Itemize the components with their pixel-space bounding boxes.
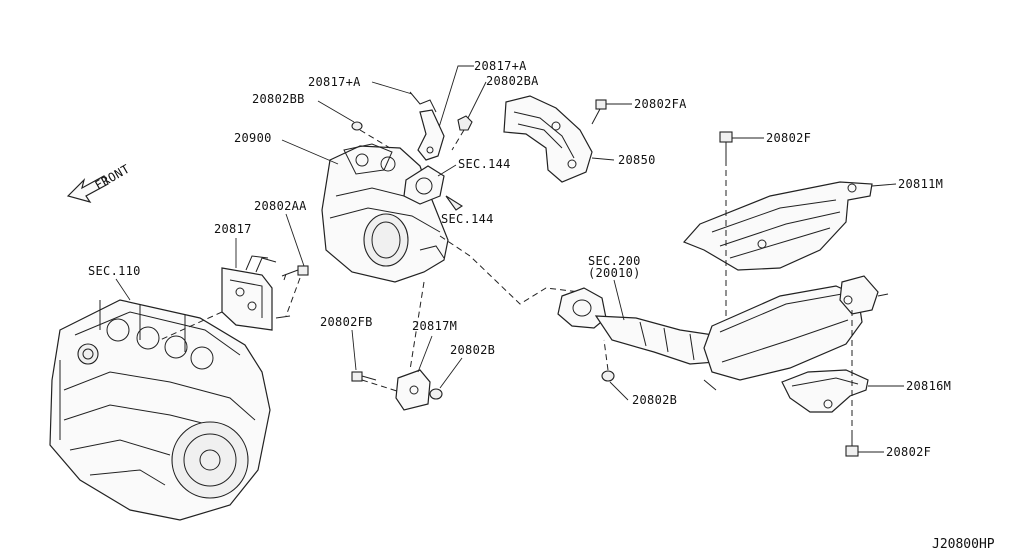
bolt-20802aa (281, 265, 309, 281)
label-sec-144-2: SEC.144 (441, 212, 494, 226)
label-20802b-2: 20802B (632, 393, 677, 407)
label-sec-144-1: SEC.144 (458, 157, 511, 171)
heat-shield-20816m (781, 369, 869, 413)
label-20802f-bottom: 20802F (886, 445, 931, 459)
catalytic-converter-rear (703, 275, 889, 391)
label-20802f-top: 20802F (766, 131, 811, 145)
bracket-20817 (221, 255, 277, 331)
bracket-20817m (395, 369, 431, 411)
label-20850: 20850 (618, 153, 656, 167)
label-20802bb: 20802BB (252, 92, 305, 106)
catalytic-converter-20900 (321, 143, 449, 283)
engine-block (49, 299, 271, 521)
label-20817a-1: 20817+A (308, 75, 361, 89)
label-20817a-2: 20817+A (474, 59, 527, 73)
nut-20802b-1 (429, 388, 443, 400)
heat-shield-20850 (503, 95, 593, 183)
label-20802ba: 20802BA (486, 74, 539, 88)
front-label: FRONT (93, 162, 133, 193)
label-20817m: 20817M (412, 319, 457, 333)
label-sec-110: SEC.110 (88, 264, 141, 278)
heat-shield-20811m (682, 181, 873, 271)
washer-20802bb (351, 121, 363, 131)
gasket-sec-144 (403, 165, 445, 205)
label-20900: 20900 (234, 131, 272, 145)
front-arrow-icon (66, 175, 109, 204)
label-20802fa: 20802FA (634, 97, 687, 111)
label-20811m: 20811M (898, 177, 943, 191)
front-pipe-sec-200 (557, 287, 721, 365)
label-20802fb: 20802FB (320, 315, 373, 329)
arrow-sec-144-icon (445, 195, 464, 211)
label-20802aa: 20802AA (254, 199, 307, 213)
bolt-20802f-bottom (845, 436, 859, 457)
bolt-20802f-top (719, 131, 733, 160)
label-sec-200: SEC.200 (588, 254, 641, 268)
nut-20802ba (457, 115, 473, 131)
sensor-bracket-20817a (409, 91, 445, 161)
label-20802b-1: 20802B (450, 343, 495, 357)
label-20816m: 20816M (906, 379, 951, 393)
nut-20802b-2 (601, 370, 615, 382)
label-20817-left: 20817 (214, 222, 252, 236)
label-sec-200-sub: (20010) (588, 266, 641, 280)
bolt-20802fb (351, 371, 377, 382)
bolt-20802fa (591, 99, 607, 125)
diagram-code: J20800HP (932, 537, 995, 552)
